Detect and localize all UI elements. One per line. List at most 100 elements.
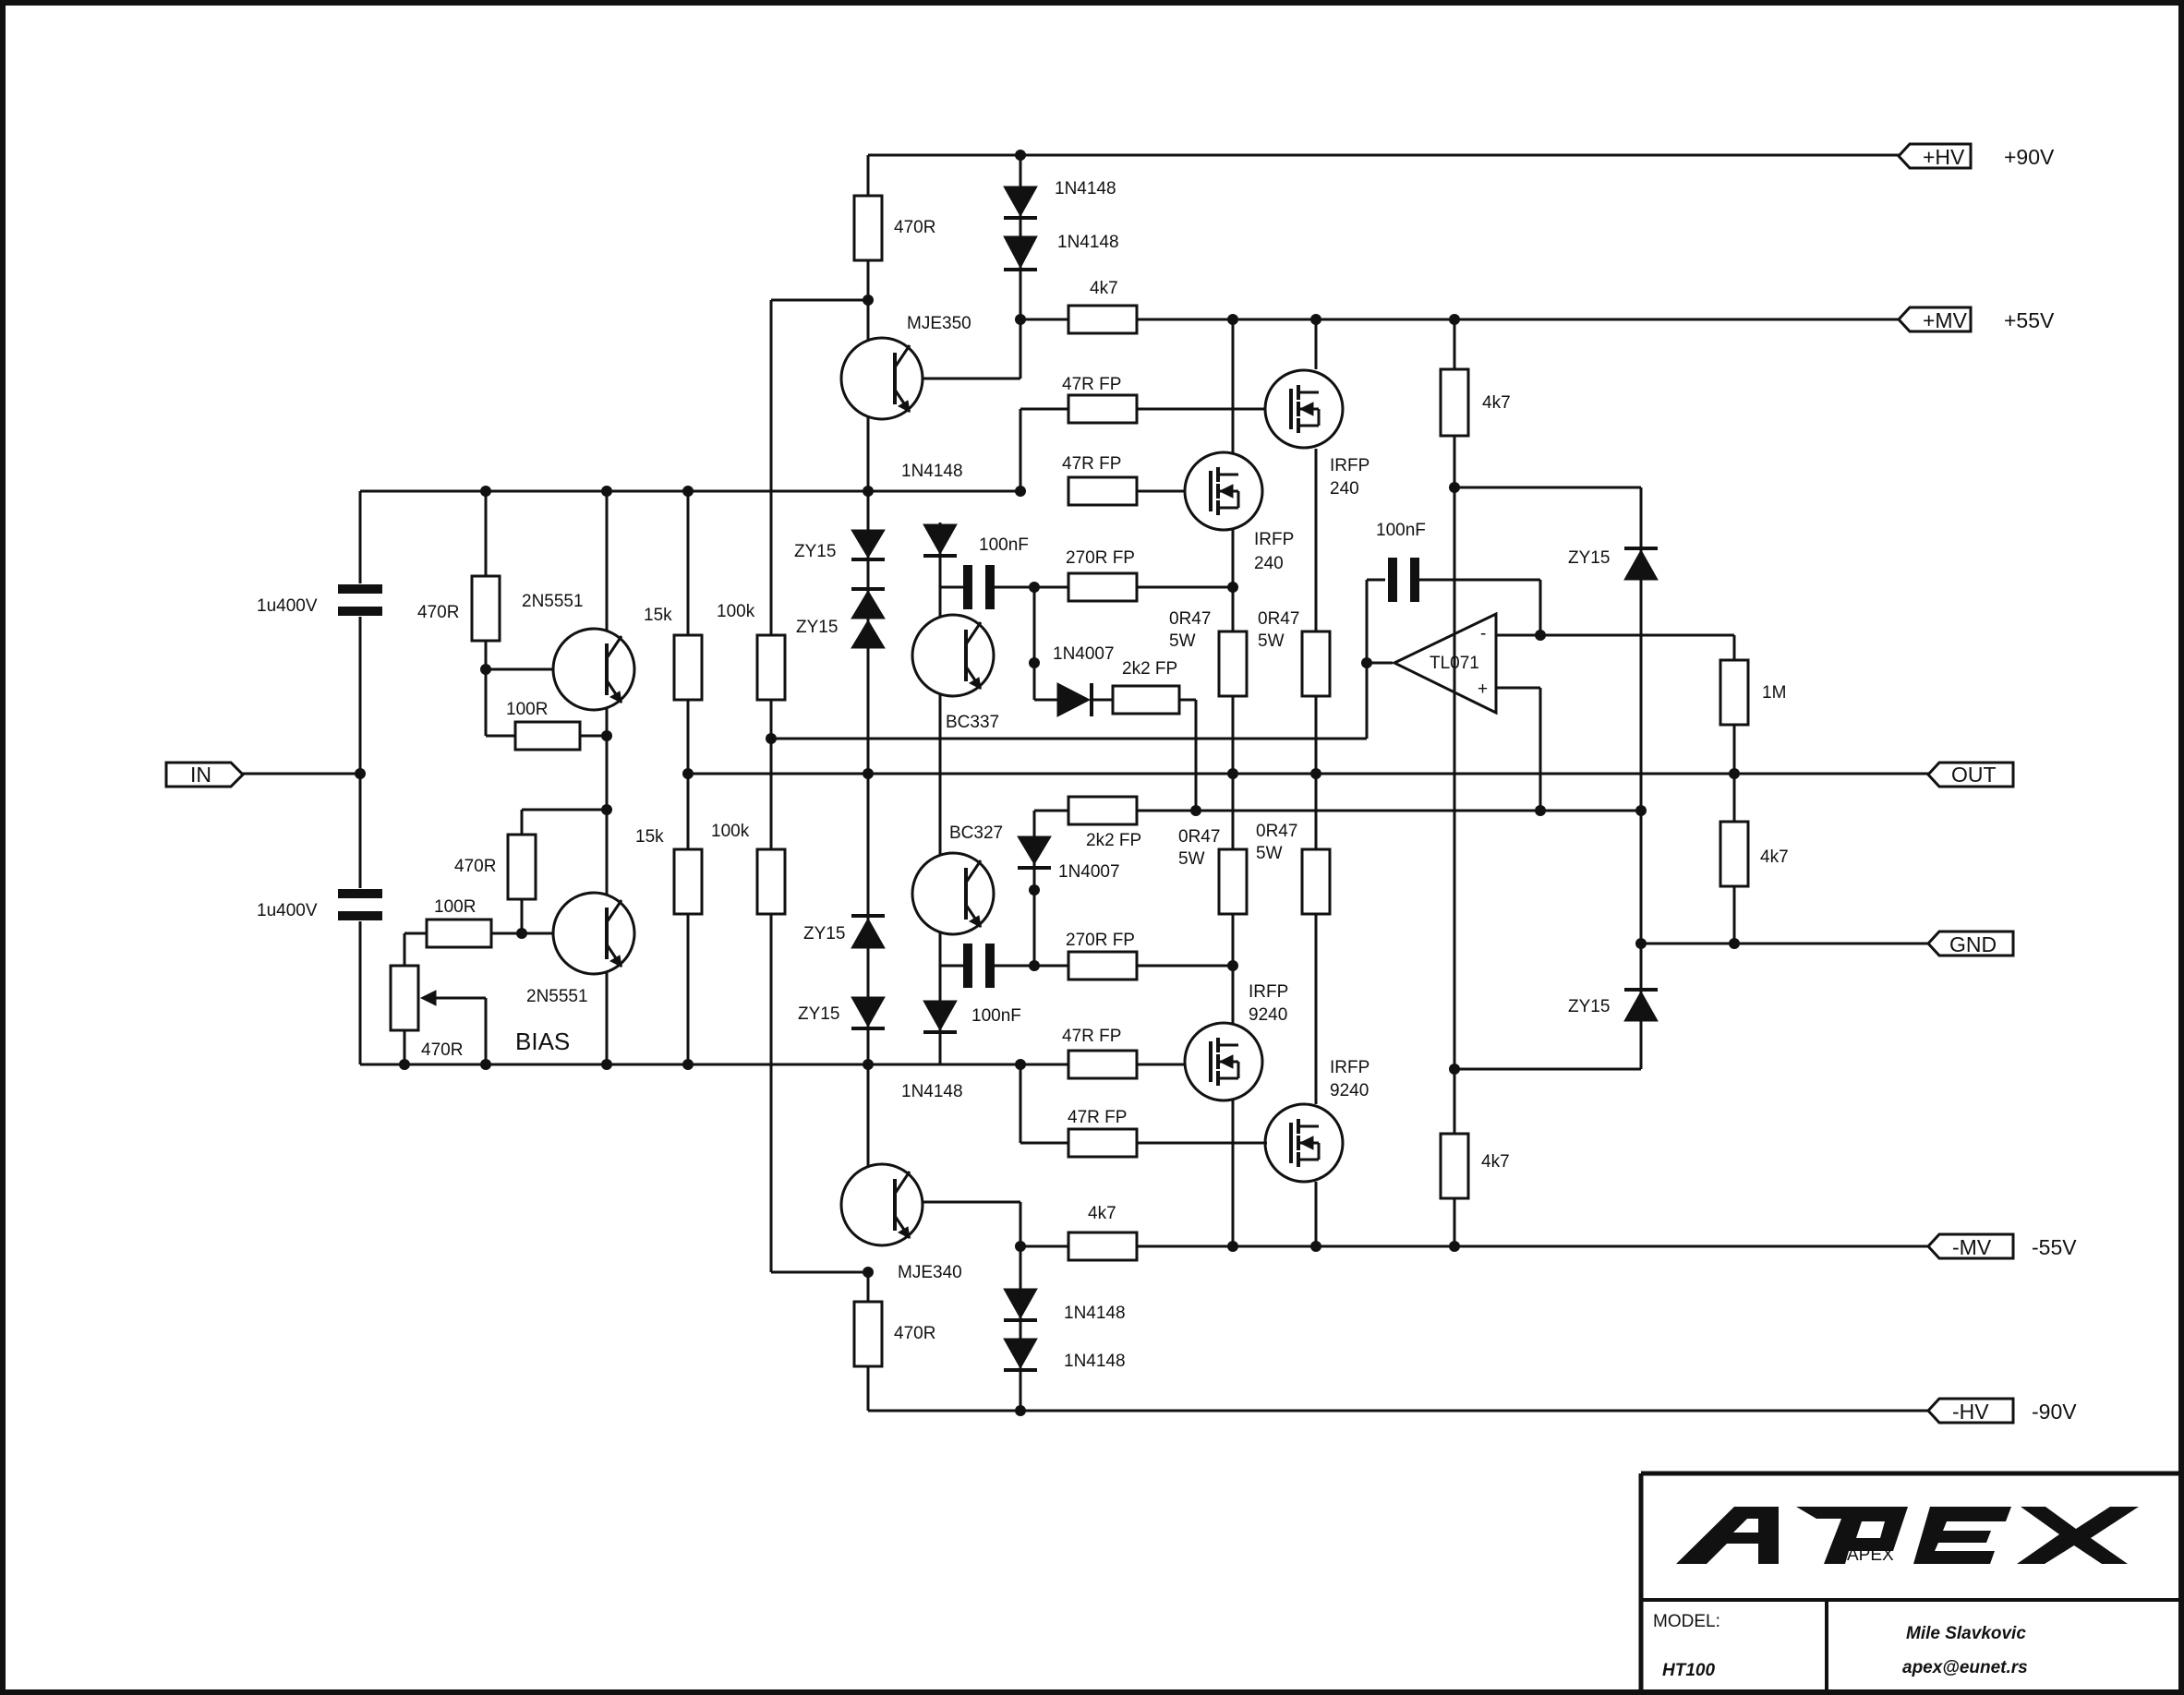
r-bot-470-label: 470R (894, 1324, 935, 1343)
m-irfp9240-a-label2: 9240 (1249, 1005, 1287, 1025)
r-15k-top-label: 15k (644, 606, 672, 625)
q-bc327 (911, 851, 995, 936)
tag-in (164, 761, 246, 788)
title-author: Mile Slavkovic (1906, 1624, 2026, 1643)
m-irfp240-a-label2: 240 (1330, 479, 1359, 499)
r-4k7-right-bot-label: 4k7 (1481, 1152, 1510, 1172)
m-irfp240-a (1263, 368, 1345, 450)
r-0r47-1a-label: 0R47 (1169, 609, 1211, 629)
c-100nf-op-label: 100nF (1376, 521, 1426, 540)
d-1n4007-bot-label: 1N4007 (1058, 862, 1120, 882)
r-4k7-right-top-label: 4k7 (1482, 393, 1511, 413)
r-270rfp-bot-label: 270R FP (1066, 931, 1135, 950)
q-bc327-label: BC327 (949, 823, 1003, 843)
m-irfp9240-b-label1: IRFP (1330, 1058, 1370, 1077)
m-irfp240-b (1183, 451, 1264, 532)
c-100nf-top-label: 100nF (979, 535, 1029, 555)
tag-hv-pos (1896, 142, 1973, 170)
r-47rfp-1-label: 47R FP (1062, 375, 1121, 394)
tag-hv-neg-label: -HV (1952, 1400, 1989, 1424)
c-1u400v-top-label: 1u400V (257, 596, 318, 616)
q-2n5551-bot (551, 891, 636, 976)
r-100k-top-label: 100k (717, 602, 755, 621)
r-100k-bot-label: 100k (711, 822, 750, 841)
q-mje340-label: MJE340 (898, 1263, 962, 1282)
r-47rfp-4-label: 47R FP (1068, 1108, 1127, 1127)
dc-servo: 100nF TL071 - + 4k7 4k7 ZY15 ZY15 1M 4k7 (1365, 319, 1789, 1246)
u-tl071 (1391, 611, 1498, 715)
r-0r47-2b-label: 5W (1258, 631, 1285, 651)
z-zy15-3-label: ZY15 (803, 924, 845, 944)
r-0r47-4b-label: 5W (1256, 844, 1283, 863)
d-top1-label: 1N4148 (1055, 179, 1116, 198)
d-bot2-label: 1N4148 (1064, 1352, 1126, 1371)
r-1m-label: 1M (1762, 683, 1786, 703)
tag-mv-pos-label: +MV (1923, 308, 1968, 332)
r-4k7-top-label: 4k7 (1090, 279, 1118, 298)
r-0r47-2a-label: 0R47 (1258, 609, 1299, 629)
m-irfp9240-b (1263, 1102, 1345, 1184)
m-irfp240-b-label1: IRFP (1254, 530, 1294, 549)
q-2n5551-top (551, 627, 636, 712)
d-1n4007-top-label: 1N4007 (1053, 644, 1115, 664)
op-minus-label: - (1480, 624, 1486, 643)
title-block: APEX MODEL: HT100 Mile Slavkovic apex@eu… (1638, 1471, 2181, 1692)
tag-out (1925, 761, 2015, 788)
q-bc337 (911, 613, 995, 698)
q-2n5551-top-label: 2N5551 (522, 592, 584, 611)
r-0r47-4a-label: 0R47 (1256, 822, 1297, 841)
bias-label: BIAS (515, 1028, 570, 1055)
r-100r-top-label: 100R (506, 700, 548, 719)
tag-hv-neg-voltage: -90V (2032, 1400, 2077, 1424)
r-2k2fp-top-label: 2k2 FP (1122, 659, 1177, 679)
m-irfp240-b-label2: 240 (1254, 554, 1284, 573)
m-irfp9240-a-label1: IRFP (1249, 982, 1288, 1002)
d-bot1-label: 1N4148 (1064, 1304, 1126, 1323)
q-bc337-label: BC337 (946, 713, 999, 732)
z-zy15-2-label: ZY15 (796, 618, 838, 637)
tag-mv-neg-label: -MV (1952, 1235, 1992, 1259)
tag-mv-neg (1925, 1232, 2015, 1260)
m-irfp9240-a (1183, 1021, 1264, 1102)
c-100nf-bot-label: 100nF (971, 1006, 1021, 1026)
tag-gnd (1925, 930, 2015, 957)
r-4k7-bot-label: 4k7 (1088, 1204, 1116, 1223)
r-470r-left-label: 470R (417, 603, 459, 622)
m-irfp240-a-label1: IRFP (1330, 456, 1370, 475)
m-irfp9240-b-label2: 9240 (1330, 1081, 1369, 1100)
d-1n4148-mid-label: 1N4148 (901, 462, 963, 481)
z-zy15-right-bot-label: ZY15 (1568, 997, 1610, 1016)
op-plus-label: + (1478, 679, 1488, 699)
q-mje350 (839, 336, 924, 421)
driver-stage: 470R MJE350 1N4148 1N4148 4k7 ZY15 ZY15 … (794, 155, 1641, 1411)
r-4k7-right-mid-label: 4k7 (1760, 848, 1789, 867)
c-1u400v-bot-label: 1u400V (257, 901, 318, 920)
tag-hv-pos-voltage: +90V (2004, 145, 2055, 169)
d-top2-label: 1N4148 (1057, 233, 1119, 252)
r-2k2fp-bot-label: 2k2 FP (1086, 831, 1141, 850)
title-model-label: MODEL: (1653, 1612, 1720, 1631)
tag-mv-neg-voltage: -55V (2032, 1235, 2077, 1259)
apex-logo-text: APEX (1847, 1545, 1894, 1565)
q-mje350-label: MJE350 (907, 314, 971, 333)
q-2n5551-bot-label: 2N5551 (526, 987, 588, 1006)
tag-in-label: IN (190, 763, 211, 787)
z-zy15-1-label: ZY15 (794, 542, 836, 561)
r-15k-bot-label: 15k (635, 827, 664, 847)
p-470r-label: 470R (421, 1040, 463, 1060)
tag-gnd-label: GND (1949, 932, 1997, 956)
apex-logo: APEX (1676, 1507, 2139, 1565)
d-1n4148-bot-label: 1N4148 (901, 1082, 963, 1101)
junctions (355, 150, 1740, 1416)
tag-mv-pos (1896, 306, 1973, 333)
r-470r-bias-label: 470R (454, 857, 496, 876)
r-270rfp-top-label: 270R FP (1066, 548, 1135, 568)
tag-hv-neg (1925, 1397, 2015, 1425)
r-47rfp-3-label: 47R FP (1062, 1027, 1121, 1046)
title-model: HT100 (1662, 1661, 1715, 1680)
tag-out-label: OUT (1951, 763, 1997, 787)
r-47rfp-2-label: 47R FP (1062, 454, 1121, 474)
r-top-470-label: 470R (894, 218, 935, 237)
